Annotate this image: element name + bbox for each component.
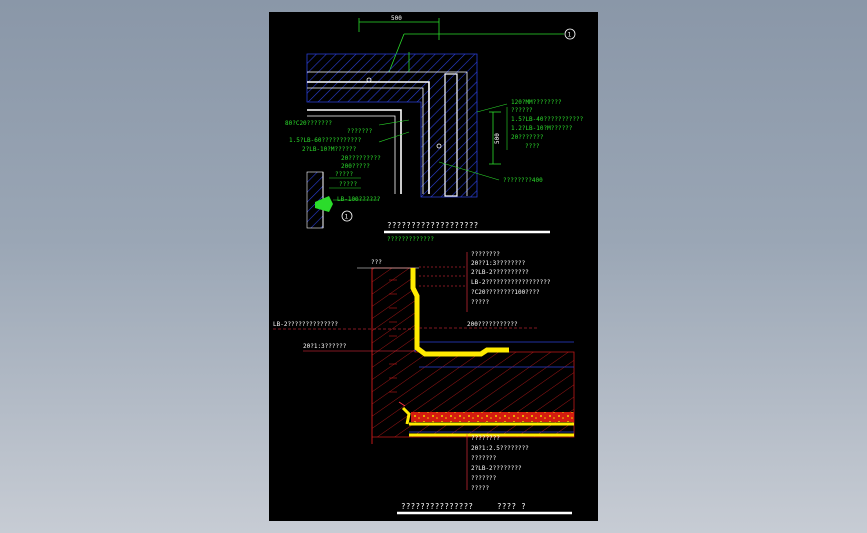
bottom-detail-title-suffix: ???? ?: [497, 502, 526, 511]
bottom-left-note-2: 20?1:3??????: [303, 343, 347, 350]
top-detail-title: ???????????????????: [387, 221, 479, 230]
dim-label-top: 500: [391, 15, 402, 22]
bottom-left-note-1: LB-2??????????????: [273, 321, 338, 328]
bottom-mid-note: 200???????????: [467, 321, 518, 328]
detail-marker-bottom: [341, 210, 353, 222]
svg-text:???: ???: [371, 259, 382, 266]
svg-text:????: ????: [525, 143, 540, 150]
svg-text:???????: ???????: [471, 455, 497, 462]
bottom-right-notes-bottom: ???????? 20?1:2.5???????? ??????? 2?LB-2…: [471, 435, 529, 492]
svg-text:????????: ????????: [471, 251, 500, 258]
svg-text:???????: ???????: [347, 128, 373, 135]
svg-text:??????: ??????: [511, 107, 533, 114]
inset-detail: ????? ????? LB-100?????? 1: [306, 171, 381, 229]
svg-text:1: 1: [345, 214, 349, 221]
svg-text:LB-100??????: LB-100??????: [337, 196, 381, 203]
svg-text:2?LB-10?M??????: 2?LB-10?M??????: [302, 146, 357, 153]
svg-text:20?1:2.5????????: 20?1:2.5????????: [471, 445, 529, 452]
top-detail: 500 1 80: [285, 15, 584, 243]
drawing-canvas: 500 1 80: [273, 15, 584, 515]
detail-marker-top: [564, 28, 576, 40]
bottom-detail: ???: [273, 251, 575, 515]
svg-text:2?LB-2??????????: 2?LB-2??????????: [471, 269, 529, 276]
bottom-right-notes-top: ???????? 20??1:3???????? 2?LB-2?????????…: [471, 251, 551, 306]
protective-board: [444, 73, 458, 197]
detail-marker-top-label: 1: [568, 32, 572, 39]
svg-text:1.5?LB-60???????????: 1.5?LB-60???????????: [289, 137, 362, 144]
dim-label-right: 500: [494, 133, 501, 144]
svg-text:?????: ?????: [335, 171, 353, 178]
svg-text:LB-2??????????????????: LB-2??????????????????: [471, 279, 551, 286]
svg-text:1.2?LB-10?M??????: 1.2?LB-10?M??????: [511, 125, 573, 132]
waterproof-membrane-upper: [410, 268, 509, 357]
svg-text:20?????????: 20?????????: [341, 155, 381, 162]
left-notes: 80?C20??????? ??????? 1.5?LB-60?????????…: [285, 119, 410, 170]
svg-text:???????: ???????: [471, 475, 497, 482]
right-notes: 120?MM???????? ?????? 1.5?LB-40?????????…: [511, 99, 584, 150]
svg-text:????????: ????????: [471, 435, 500, 442]
concrete-corner-wall: [306, 53, 478, 198]
concrete-slab: [411, 412, 574, 422]
drawing-sheet[interactable]: 500 1 80: [269, 12, 598, 521]
svg-text:20??1:3????????: 20??1:3????????: [471, 260, 526, 267]
svg-text:1.5?LB-40???????????: 1.5?LB-40???????????: [511, 116, 584, 123]
svg-text:?????: ?????: [471, 299, 489, 306]
svg-text:200?????: 200?????: [341, 163, 370, 170]
center-note: ????????400: [503, 177, 543, 184]
svg-text:80?C20???????: 80?C20???????: [285, 120, 332, 127]
svg-text:20???????: 20???????: [511, 134, 544, 141]
svg-text:?????: ?????: [471, 485, 489, 492]
bottom-detail-title: ???????????????: [401, 502, 473, 511]
svg-text:120?MM????????: 120?MM????????: [511, 99, 562, 106]
svg-text:2?LB-2????????: 2?LB-2????????: [471, 465, 522, 472]
svg-text:?????: ?????: [339, 181, 357, 188]
top-detail-subtitle: ?????????????: [387, 236, 434, 243]
svg-text:?C20????????100????: ?C20????????100????: [471, 289, 540, 296]
